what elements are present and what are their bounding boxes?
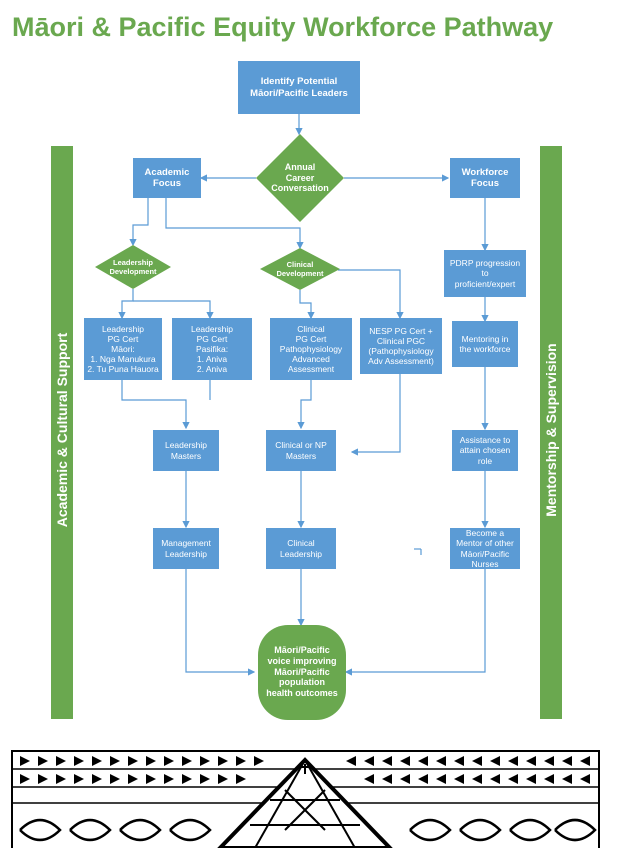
annual-conversation: Annual Career Conversation [271, 161, 329, 194]
mentoring-node: Mentoring in the workforce [452, 321, 518, 367]
annual-diamond [256, 134, 344, 222]
leadership-development: Leadership Development [109, 258, 157, 276]
leadership-pg-pasifika-node: Leadership PG Cert Pasifika: 1. Aniva 2.… [172, 318, 252, 380]
left-support-bar: Academic & Cultural Support [51, 146, 73, 719]
identify-leaders-node: Identify Potential Māori/Pacific Leaders [238, 61, 360, 114]
clinical-pg-node: Clinical PG Cert Pathophysiology Advance… [270, 318, 352, 380]
leadership-dev-diamond [95, 245, 171, 289]
clinical-np-masters-node: Clinical or NP Masters [266, 430, 336, 471]
management-leadership-node: Management Leadership [153, 528, 219, 569]
assistance-node: Assistance to attain chosen role [452, 430, 518, 471]
pdrp-node: PDRP progression to proficient/expert [444, 250, 526, 297]
outcome-shape [258, 625, 346, 720]
right-support-bar: Mentorship & Supervision [540, 146, 562, 719]
leadership-masters-node: Leadership Masters [153, 430, 219, 471]
workforce-focus-node: Workforce Focus [450, 158, 520, 198]
clinical-development: Clinical Development [276, 260, 324, 278]
clinical-dev-diamond [260, 248, 340, 290]
academic-focus-node: Academic Focus [133, 158, 201, 198]
nesp-pg-node: NESP PG Cert + Clinical PGC (Pathophysio… [360, 318, 442, 374]
leadership-pg-maori-node: Leadership PG Cert Māori: 1. Nga Manukur… [84, 318, 162, 380]
outcome-node: Māori/Pacific voice improving Māori/Paci… [266, 645, 338, 699]
become-mentor-node: Become a Mentor of other Māori/Pacific N… [450, 528, 520, 569]
clinical-leadership-node: Clinical Leadership [266, 528, 336, 569]
page-title: Māori & Pacific Equity Workforce Pathway [12, 12, 554, 42]
